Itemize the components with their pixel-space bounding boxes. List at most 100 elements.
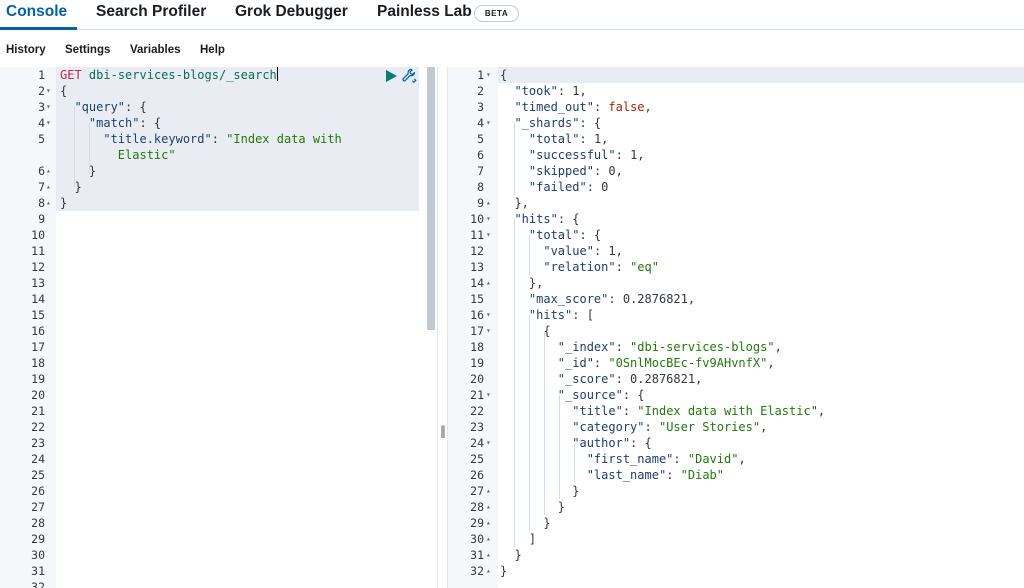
line-number: 20: [470, 372, 484, 386]
fold-open-icon[interactable]: ▾: [486, 326, 491, 335]
fold-open-icon[interactable]: ▾: [46, 118, 51, 127]
fold-close-icon[interactable]: ▴: [486, 486, 491, 495]
line-number: 29: [31, 532, 45, 546]
line-number: 3▾: [38, 100, 51, 114]
line-number: 22: [31, 420, 45, 434]
line-number: 9: [38, 212, 45, 226]
line-number: 18: [31, 356, 45, 370]
response-gutter: [448, 67, 498, 588]
line-number: 26: [31, 484, 45, 498]
line-number: 4▾: [38, 116, 51, 130]
line-number: 17▾: [470, 324, 491, 338]
tab-grok-debugger[interactable]: Grok Debugger: [235, 3, 348, 20]
tab-bar: Console Search Profiler Grok Debugger Pa…: [0, 0, 1024, 30]
fold-open-icon[interactable]: ▾: [46, 86, 51, 95]
fold-open-icon[interactable]: ▾: [486, 214, 491, 223]
line-number: 15: [31, 308, 45, 322]
line-number: 10: [31, 228, 45, 242]
line-number: 1▾: [477, 68, 491, 82]
wrench-icon[interactable]: [401, 68, 417, 83]
line-number: 12: [31, 260, 45, 274]
line-number: 15: [470, 292, 484, 306]
line-number: 30▴: [470, 532, 491, 546]
line-number: 10▾: [470, 212, 491, 226]
line-number: 29▴: [470, 516, 491, 530]
line-number: 25: [470, 452, 484, 466]
selected-request-highlight: [56, 67, 419, 211]
fold-close-icon[interactable]: ▴: [486, 198, 491, 207]
fold-close-icon[interactable]: ▴: [486, 502, 491, 511]
line-number: 20: [31, 388, 45, 402]
line-number: 24▾: [470, 436, 491, 450]
line-number: 12: [470, 244, 484, 258]
fold-close-icon[interactable]: ▴: [46, 166, 51, 175]
text-cursor: [276, 67, 278, 81]
line-number: 31: [31, 564, 45, 578]
line-number: 3: [477, 100, 484, 114]
line-number: 19: [470, 356, 484, 370]
line-number: 30: [31, 548, 45, 562]
request-scrollbar[interactable]: [427, 67, 435, 330]
line-number: 24: [31, 452, 45, 466]
tab-painless-lab[interactable]: Painless Lab: [377, 3, 472, 20]
line-number: 25: [31, 468, 45, 482]
line-number: 27: [31, 500, 45, 514]
fold-open-icon[interactable]: ▾: [486, 390, 491, 399]
line-number: 4▾: [477, 116, 491, 130]
line-number: 16: [31, 324, 45, 338]
line-number: 32▴: [470, 564, 491, 578]
line-number: 14▴: [470, 276, 491, 290]
line-number: 5: [477, 132, 484, 146]
line-number: 28: [31, 516, 45, 530]
fold-open-icon[interactable]: ▾: [486, 438, 491, 447]
fold-close-icon[interactable]: ▴: [46, 198, 51, 207]
fold-close-icon[interactable]: ▴: [486, 278, 491, 287]
line-number: 2▾: [38, 84, 51, 98]
line-number: 7: [477, 164, 484, 178]
line-number: 1: [38, 68, 45, 82]
resize-handle-icon[interactable]: ‖: [440, 424, 446, 438]
fold-open-icon[interactable]: ▾: [486, 70, 491, 79]
fold-open-icon[interactable]: ▾: [486, 230, 491, 239]
menu-help[interactable]: Help: [200, 44, 225, 56]
line-number: 23: [31, 436, 45, 450]
request-gutter: [0, 67, 56, 588]
line-number: 22: [470, 404, 484, 418]
line-number: 21▾: [470, 388, 491, 402]
fold-open-icon[interactable]: ▾: [46, 102, 51, 111]
menu-history[interactable]: History: [6, 44, 46, 56]
pane-divider[interactable]: [437, 67, 448, 588]
fold-close-icon[interactable]: ▴: [46, 182, 51, 191]
line-number: 8▴: [38, 196, 51, 210]
line-number: 11: [31, 244, 45, 258]
line-number: 11▾: [470, 228, 491, 242]
menu-settings[interactable]: Settings: [65, 44, 111, 56]
tab-search-profiler[interactable]: Search Profiler: [96, 3, 207, 20]
line-number: 28▴: [470, 500, 491, 514]
line-number: 7▴: [38, 180, 51, 194]
request-url: dbi-services-blogs/_search: [88, 68, 277, 82]
fold-open-icon[interactable]: ▾: [486, 310, 491, 319]
line-number: 5: [38, 132, 45, 146]
tab-console[interactable]: Console: [6, 3, 68, 20]
beta-badge: BETA: [474, 5, 519, 22]
line-number: 14: [31, 292, 45, 306]
line-number: 27▴: [470, 484, 491, 498]
line-number: 8: [477, 180, 484, 194]
line-number: 26: [470, 468, 484, 482]
fold-close-icon[interactable]: ▴: [486, 566, 491, 575]
fold-open-icon[interactable]: ▾: [486, 118, 491, 127]
fold-close-icon[interactable]: ▴: [486, 550, 491, 559]
line-number: 2: [477, 84, 484, 98]
active-line-highlight: [498, 67, 1024, 83]
menu-variables[interactable]: Variables: [130, 44, 181, 56]
request-method: GET: [60, 68, 82, 82]
line-number: 9▴: [477, 196, 491, 210]
fold-close-icon[interactable]: ▴: [486, 518, 491, 527]
fold-close-icon[interactable]: ▴: [486, 534, 491, 543]
line-number: 32: [31, 580, 45, 588]
line-number: 6▴: [38, 164, 51, 178]
play-icon[interactable]: [385, 70, 397, 82]
